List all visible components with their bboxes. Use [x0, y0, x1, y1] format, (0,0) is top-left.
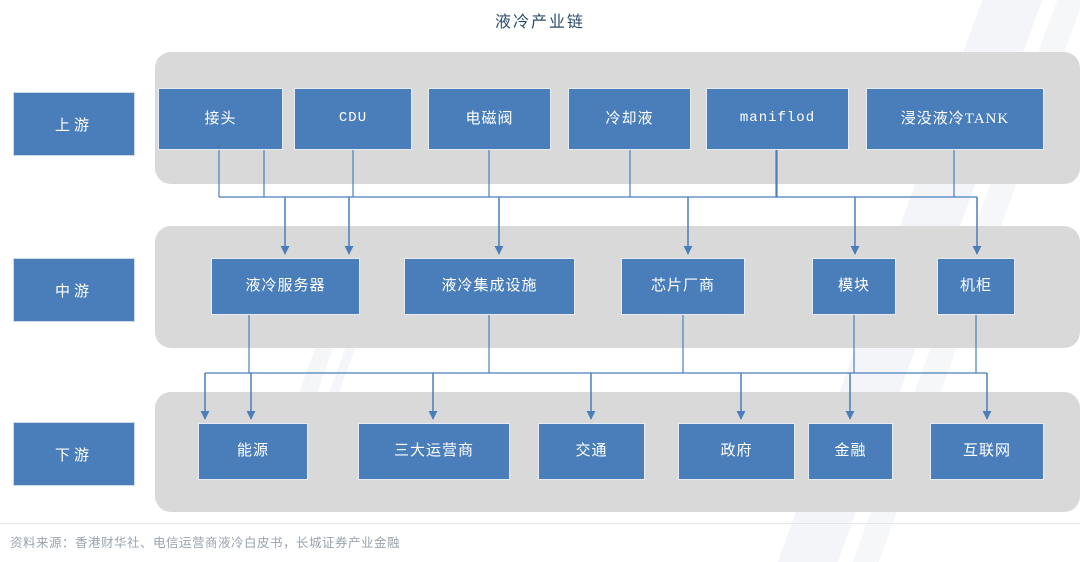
footer-divider	[0, 523, 1080, 524]
node-downstream-2[interactable]: 交通	[538, 423, 645, 480]
node-upstream-5[interactable]: 浸没液冷TANK	[866, 88, 1044, 150]
tier-label-midstream: 中游	[13, 258, 135, 322]
node-midstream-3[interactable]: 模块	[812, 258, 896, 315]
node-midstream-4[interactable]: 机柜	[937, 258, 1015, 315]
node-midstream-0[interactable]: 液冷服务器	[211, 258, 360, 315]
node-upstream-1[interactable]: CDU	[294, 88, 412, 150]
tier-label-upstream: 上游	[13, 92, 135, 156]
node-upstream-0[interactable]: 接头	[158, 88, 283, 150]
node-midstream-1[interactable]: 液冷集成设施	[404, 258, 575, 315]
tier-label-downstream: 下游	[13, 422, 135, 486]
node-downstream-1[interactable]: 三大运营商	[358, 423, 510, 480]
chart-title: 液冷产业链	[494, 14, 585, 31]
node-downstream-3[interactable]: 政府	[678, 423, 795, 480]
node-upstream-4[interactable]: maniflod	[706, 88, 849, 150]
node-upstream-3[interactable]: 冷却液	[568, 88, 691, 150]
source-note: 资料来源：香港财华社、电信运营商液冷白皮书，长城证券产业金融	[10, 536, 401, 550]
node-downstream-0[interactable]: 能源	[198, 423, 308, 480]
node-midstream-2[interactable]: 芯片厂商	[621, 258, 745, 315]
node-downstream-4[interactable]: 金融	[808, 423, 893, 480]
node-downstream-5[interactable]: 互联网	[930, 423, 1044, 480]
node-upstream-2[interactable]: 电磁阀	[428, 88, 551, 150]
